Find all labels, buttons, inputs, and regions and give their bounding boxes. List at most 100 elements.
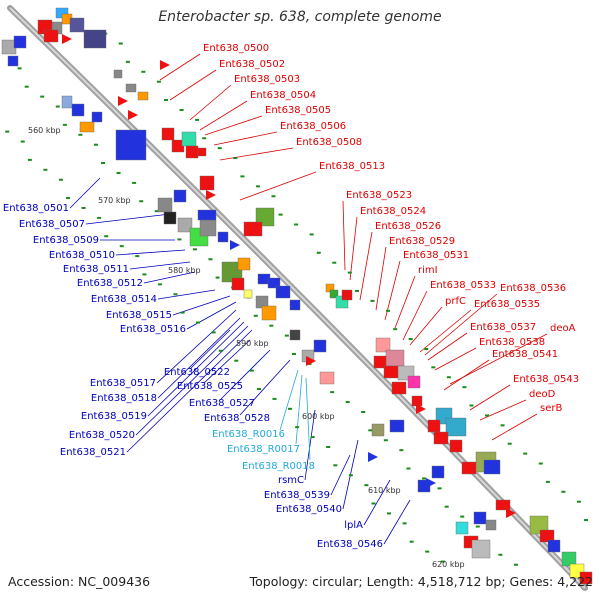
gene-feature — [267, 277, 281, 289]
tick-mark — [278, 213, 283, 216]
gene-feature — [431, 465, 445, 479]
tick-mark — [332, 261, 337, 264]
gene-feature — [113, 69, 123, 79]
tick-mark — [561, 490, 566, 493]
gene-feature — [341, 289, 353, 301]
callout-line — [383, 499, 411, 545]
tick-mark — [93, 143, 98, 146]
callout-line — [239, 359, 291, 416]
gene-feature — [407, 375, 421, 389]
gene-feature — [329, 289, 339, 299]
callout-line — [147, 321, 245, 417]
scale-label: 600 kbp — [302, 412, 335, 421]
gene-feature — [243, 221, 263, 237]
tick-mark — [330, 391, 335, 394]
gene-feature — [197, 147, 207, 157]
callout-line — [394, 275, 416, 329]
gene-feature — [485, 519, 497, 531]
right-gene-label: Ent638_0538 — [479, 337, 545, 348]
gene-feature — [125, 83, 137, 93]
callout-line — [135, 325, 249, 436]
tick-mark — [104, 235, 109, 238]
callout-line — [186, 301, 237, 330]
callout-line — [159, 53, 201, 81]
gene-feature — [375, 337, 391, 353]
tick-mark — [177, 238, 182, 241]
callout-line — [427, 332, 468, 361]
callout-line — [491, 413, 538, 441]
gene-feature — [157, 197, 173, 213]
right-gene-label: Ent638_0537 — [470, 322, 536, 333]
tick-mark — [17, 67, 22, 70]
scale-label: 580 kbp — [168, 266, 201, 275]
tick-mark — [371, 502, 376, 505]
gene-feature — [483, 459, 501, 475]
tick-mark — [43, 168, 48, 171]
tick-mark — [431, 366, 436, 369]
tick-mark — [211, 331, 216, 334]
gene-arrow — [368, 452, 378, 462]
tick-mark — [215, 276, 220, 279]
callout-line — [359, 231, 373, 301]
scale-label: 590 kbp — [236, 339, 269, 348]
tick-mark — [309, 233, 314, 236]
right-gene-label: Ent638_0543 — [513, 374, 579, 385]
gene-feature — [385, 349, 405, 367]
tick-mark — [444, 505, 449, 508]
callout-line — [115, 249, 186, 256]
tick-mark — [348, 474, 353, 477]
rna-gene-label: Ent638_R0018 — [242, 461, 315, 472]
tick-mark — [288, 407, 293, 410]
tick-mark — [409, 540, 414, 543]
gene-feature — [261, 305, 277, 321]
rna-gene-label: Ent638_R0017 — [227, 444, 300, 455]
gene-feature — [391, 381, 407, 395]
tick-mark — [507, 442, 512, 445]
right-gene-label: Ent638_0529 — [389, 236, 455, 247]
callout-line — [189, 329, 231, 370]
gene-arrow — [128, 110, 138, 120]
callout-line — [349, 216, 358, 281]
tick-mark — [406, 467, 411, 470]
tick-mark — [291, 352, 296, 355]
callout-line — [219, 349, 271, 401]
gene-feature — [455, 521, 469, 535]
tick-mark — [62, 123, 67, 126]
gene-feature — [427, 419, 441, 433]
tick-mark — [20, 140, 25, 143]
tick-mark — [408, 338, 413, 341]
gene-feature — [83, 29, 107, 49]
right-gene-label: prfC — [445, 296, 466, 307]
gene-feature — [445, 417, 467, 437]
gene-feature — [197, 209, 217, 221]
gene-feature — [181, 131, 197, 147]
tick-mark — [81, 206, 86, 209]
accession-text: Accession: NC_009436 — [8, 574, 151, 589]
gene-feature — [173, 189, 187, 203]
tick-mark — [180, 311, 185, 314]
tick-mark — [333, 464, 338, 467]
left-gene-label: Ent638_0521 — [60, 447, 126, 458]
gene-feature — [137, 91, 149, 101]
gene-feature — [539, 529, 555, 543]
callout-line — [157, 289, 216, 300]
right-gene-label: Ent638_0526 — [375, 221, 441, 232]
callout-line — [189, 84, 232, 121]
right-gene-label: Ent638_0523 — [346, 190, 412, 201]
tick-mark — [179, 108, 184, 111]
right-gene-label: Ent638_0513 — [319, 161, 385, 172]
callout-line — [129, 261, 191, 270]
tick-mark — [364, 484, 369, 487]
tick-mark — [425, 550, 430, 553]
tick-mark — [294, 223, 299, 226]
callout-line — [363, 479, 391, 526]
right-gene-label: Ent638_0508 — [296, 137, 362, 148]
gene-feature — [163, 211, 177, 225]
right-gene-label: Ent638_0503 — [234, 74, 300, 85]
gene-feature — [13, 35, 27, 49]
tick-mark — [498, 553, 503, 556]
tick-mark — [118, 42, 123, 45]
left-gene-label: Ent638_0525 — [177, 381, 243, 392]
gene-feature — [373, 355, 387, 369]
tick-mark — [422, 477, 427, 480]
